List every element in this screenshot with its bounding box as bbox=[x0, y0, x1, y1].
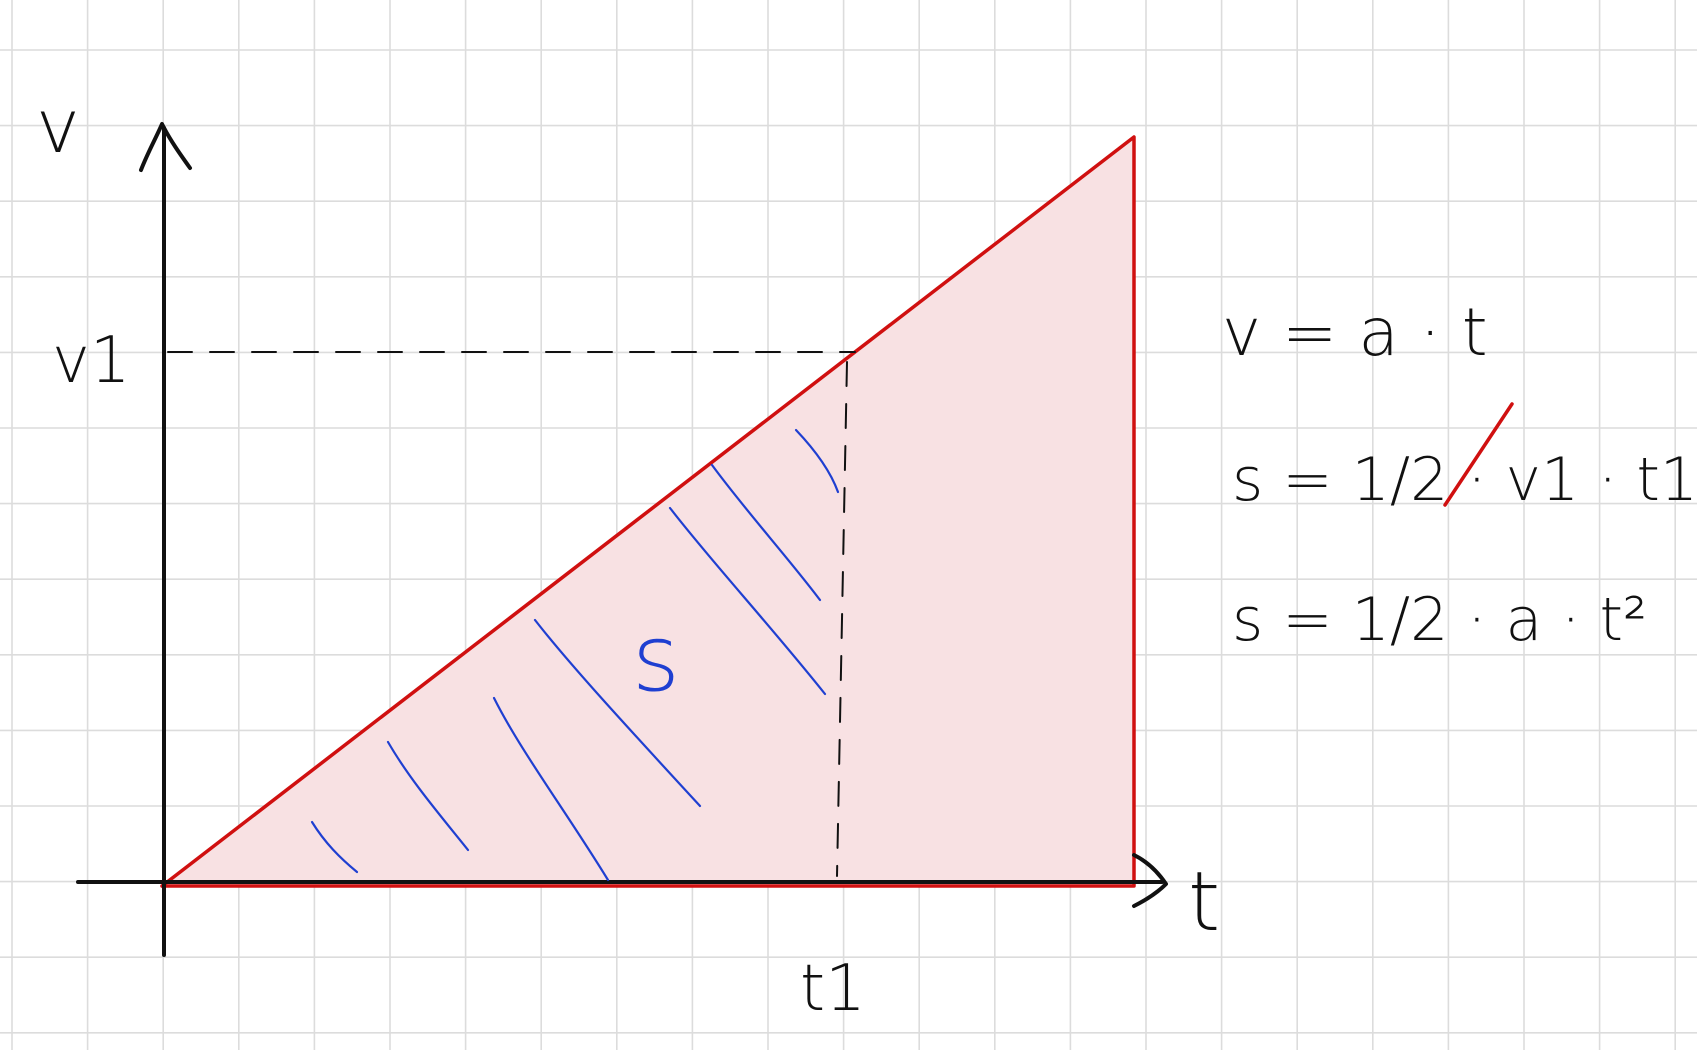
strikethrough-v1 bbox=[1443, 402, 1514, 507]
formula-distance-a-t: s = 1/2 · a · t² bbox=[1232, 585, 1647, 655]
area-hatching bbox=[310, 428, 840, 882]
triangle-outline bbox=[160, 135, 1136, 888]
formula-velocity: v = a · t bbox=[1222, 294, 1488, 371]
dashed-line-t1 bbox=[836, 361, 848, 877]
velocity-axis bbox=[139, 122, 192, 957]
formula-distance-v1-t1: s = 1/2 · v1 · t1 bbox=[1232, 445, 1697, 515]
y-axis-label: v bbox=[36, 84, 80, 170]
area-label-s: s bbox=[632, 605, 680, 712]
time-axis bbox=[76, 853, 1168, 908]
x-axis-label: t bbox=[1188, 855, 1220, 950]
v1-label: v1 bbox=[52, 324, 131, 398]
t1-label: t1 bbox=[800, 952, 866, 1026]
